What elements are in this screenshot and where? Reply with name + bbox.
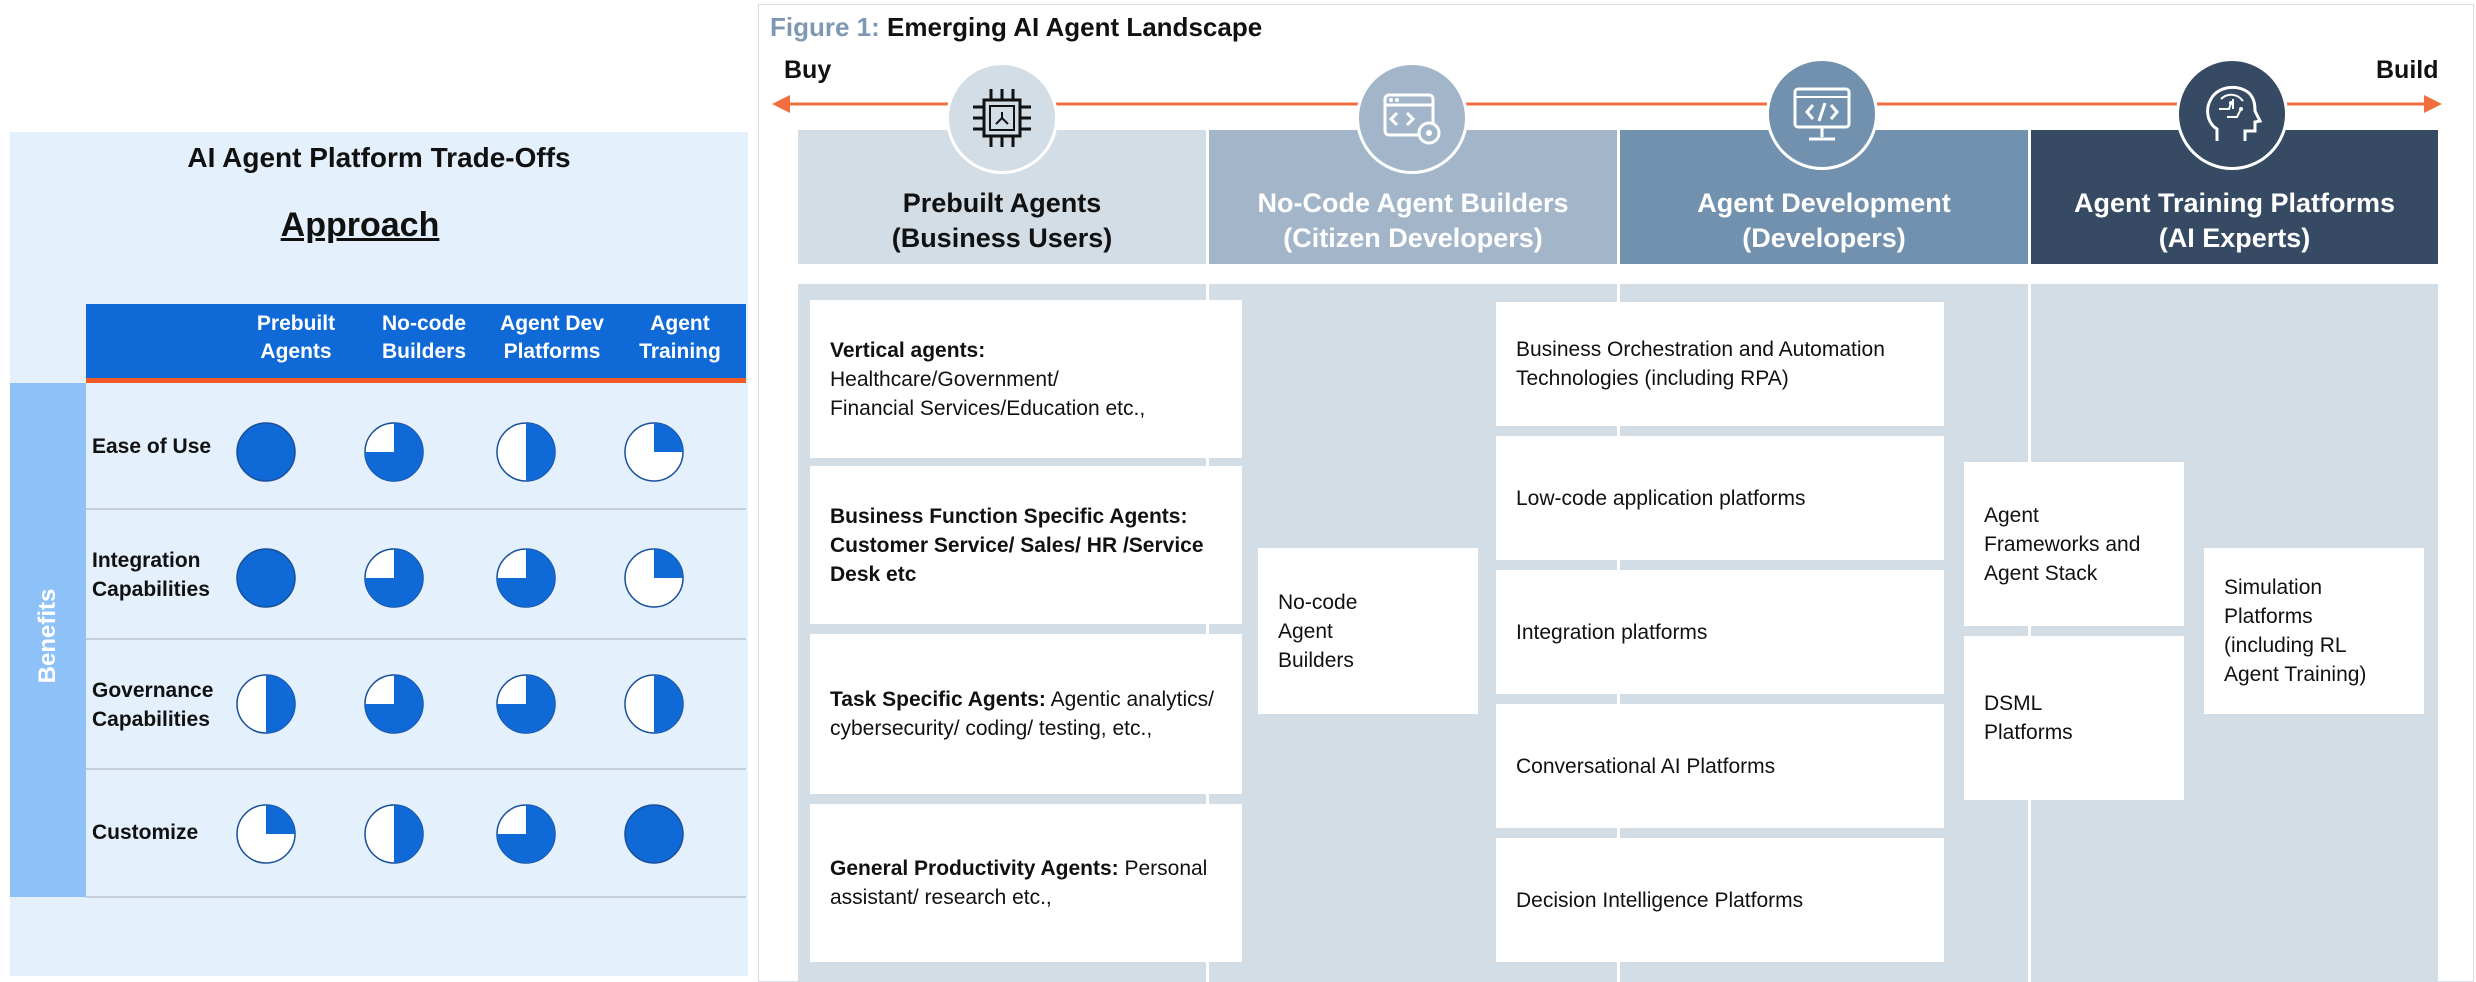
- harvey-ball: [363, 421, 425, 483]
- harvey-ball: [623, 547, 685, 609]
- tradeoffs-title: AI Agent Platform Trade-Offs: [187, 142, 571, 173]
- row-label-ease-of-use: Ease of Use: [92, 435, 212, 458]
- harvey-ball: [623, 421, 685, 483]
- card-low-code-platforms: Low-code application platforms: [1496, 436, 1944, 560]
- row-divider: [86, 508, 746, 510]
- row-divider: [86, 896, 746, 898]
- tradeoffs-panel: AI Agent Platform Trade-Offs Approach Pr…: [10, 132, 748, 976]
- approach-header-bar: [86, 304, 746, 378]
- harvey-ball: [495, 421, 557, 483]
- card-general-productivity-agents: General Productivity Agents: Personal as…: [810, 804, 1242, 962]
- lane-divider: [2028, 284, 2031, 982]
- card-nocode-agent-builders: No-code Agent Builders: [1258, 548, 1478, 714]
- row-divider: [86, 768, 746, 770]
- benefits-side-bar: [10, 383, 86, 897]
- figure-number: Figure 1:: [770, 12, 880, 42]
- row-label-customize: Customize: [92, 821, 199, 844]
- harvey-ball: [495, 803, 557, 865]
- harvey-ball: [363, 803, 425, 865]
- harvey-ball: [623, 673, 685, 735]
- card-integration-platforms: Integration platforms: [1496, 570, 1944, 694]
- row-divider: [86, 638, 746, 640]
- harvey-ball: [495, 673, 557, 735]
- card-dsml-platforms: DSML Platforms: [1964, 636, 2184, 800]
- browser-gear-icon: [1356, 62, 1468, 174]
- card-task-specific-agents: Task Specific Agents: Agentic analytics/…: [810, 634, 1242, 794]
- figure-title: Figure 1: Emerging AI Agent Landscape: [770, 12, 1262, 43]
- figure-name: Emerging AI Agent Landscape: [887, 12, 1263, 42]
- approach-heading: Approach: [280, 206, 440, 244]
- lane-header-agent-training: Agent Training Platforms (AI Experts): [2031, 130, 2438, 264]
- harvey-ball: [235, 547, 297, 609]
- buy-label: Buy: [784, 56, 832, 84]
- harvey-ball: [235, 673, 297, 735]
- card-agent-frameworks: Agent Frameworks and Agent Stack: [1964, 462, 2184, 626]
- card-business-function-agents: Business Function Specific Agents: Custo…: [810, 466, 1242, 624]
- build-label: Build: [2376, 56, 2439, 84]
- harvey-ball: [495, 547, 557, 609]
- harvey-ball: [235, 803, 297, 865]
- chip-icon: [946, 62, 1058, 174]
- lane-header-nocode: No-Code Agent Builders (Citizen Develope…: [1209, 130, 1617, 264]
- harvey-ball: [235, 421, 297, 483]
- card-decision-intelligence: Decision Intelligence Platforms: [1496, 838, 1944, 962]
- lane-divider: [1206, 284, 1209, 982]
- buy-build-arrow: [772, 95, 2442, 113]
- harvey-ball: [363, 547, 425, 609]
- brain-head-icon: [2176, 58, 2288, 170]
- header-accent-line: [86, 378, 746, 383]
- code-monitor-icon: [1766, 58, 1878, 170]
- card-simulation-platforms: Simulation Platforms (including RL Agent…: [2204, 548, 2424, 714]
- card-vertical-agents: Vertical agents: Healthcare/Government/ …: [810, 300, 1242, 458]
- harvey-ball: [623, 803, 685, 865]
- benefits-label: Benefits: [34, 588, 61, 684]
- harvey-ball: [363, 673, 425, 735]
- card-conversational-ai: Conversational AI Platforms: [1496, 704, 1944, 828]
- card-business-orchestration: Business Orchestration and Automation Te…: [1496, 302, 1944, 426]
